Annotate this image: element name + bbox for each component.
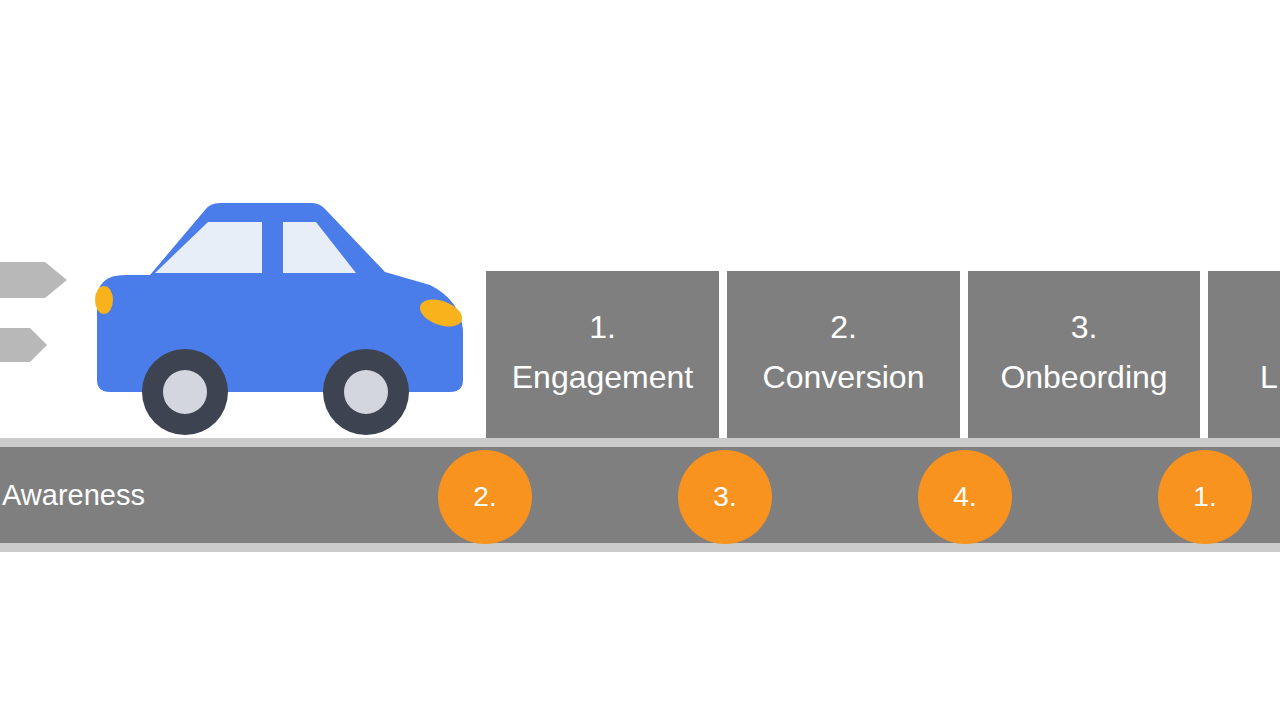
stage-label: Conversion — [727, 357, 960, 397]
wheel-hub — [163, 370, 207, 414]
stage-box: 3. Onbeording — [968, 271, 1200, 438]
stage-label: Awareness — [2, 447, 1280, 543]
callout-circle: 2. — [438, 450, 532, 544]
headlight — [416, 294, 466, 332]
stage-label: L — [1260, 357, 1280, 397]
step-number: 2. — [727, 307, 960, 347]
stage-label: Engagement — [486, 357, 719, 397]
speed-chevron — [0, 262, 67, 298]
step-number: 3. — [968, 307, 1200, 347]
road-band: Awareness2. 3. 4. 1. — [0, 447, 1280, 543]
wheel — [323, 349, 409, 435]
wheel-hub — [344, 370, 388, 414]
road-edge — [0, 542, 1280, 552]
callout-number: 1. — [1158, 450, 1252, 544]
callout-number: 3. — [678, 450, 772, 544]
callout-circle: 1. — [1158, 450, 1252, 544]
wheel — [142, 349, 228, 435]
callout-circle: 3. — [678, 450, 772, 544]
car-window — [155, 222, 262, 273]
car — [95, 203, 466, 435]
callout-number: 4. — [918, 450, 1012, 544]
callout-number: 2. — [438, 450, 532, 544]
stage-box: 1. Engagement — [486, 271, 719, 438]
tail-light — [95, 286, 113, 314]
callout-circle: 4. — [918, 450, 1012, 544]
stage-box: 2. Conversion — [727, 271, 960, 438]
stage-label: Onbeording — [968, 357, 1200, 397]
stage-box: L — [1208, 271, 1280, 438]
car-body — [97, 203, 463, 392]
step-number: 1. — [486, 307, 719, 347]
speed-chevron — [0, 328, 47, 362]
car-window — [283, 222, 356, 273]
